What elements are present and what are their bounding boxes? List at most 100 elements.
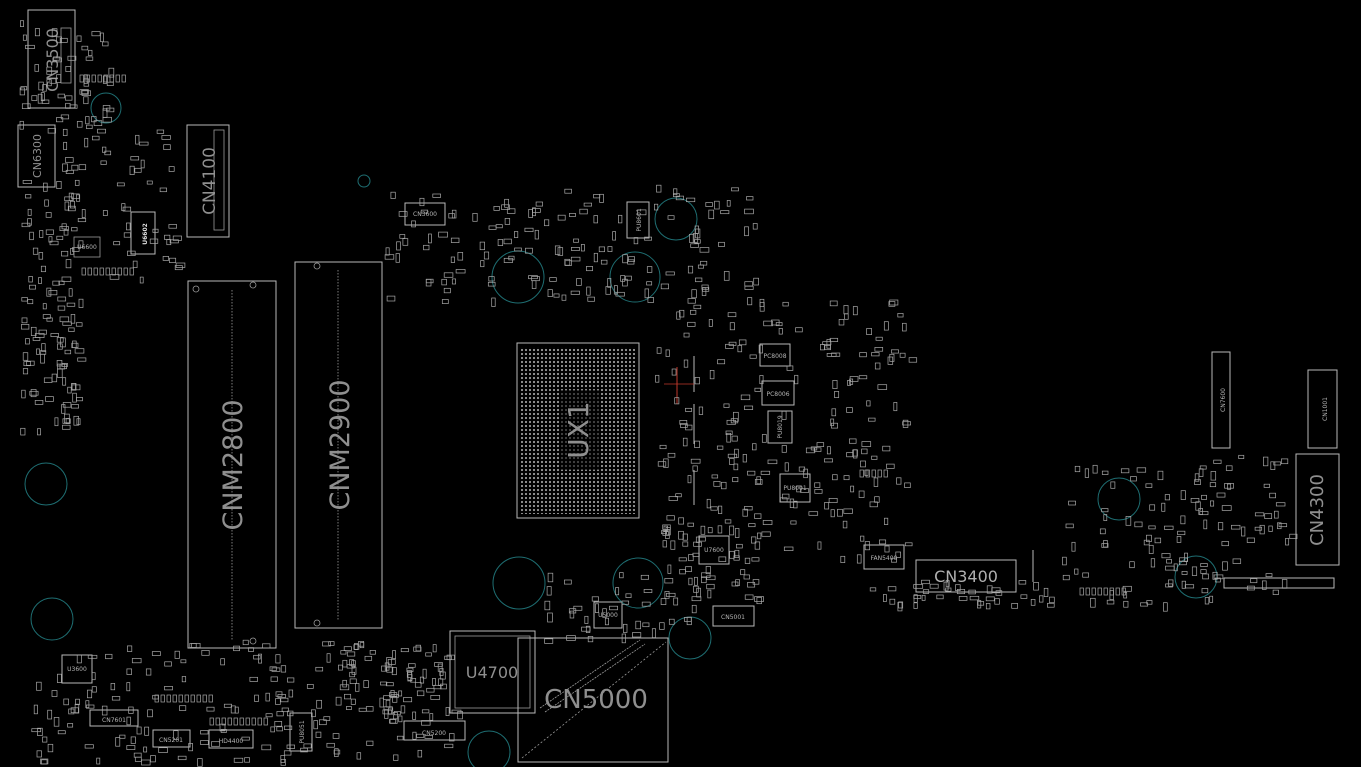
passive-component <box>607 246 613 252</box>
passive-component <box>39 230 44 238</box>
passive-component <box>105 653 113 660</box>
component-cnm2800[interactable]: CNM2800 <box>187 280 277 649</box>
component-cn3500[interactable]: CN3500 <box>27 9 76 109</box>
passive-component <box>615 587 620 596</box>
passive-component <box>63 141 68 150</box>
passive-component <box>276 726 283 732</box>
pin-pad <box>109 74 114 83</box>
component-cn5200[interactable]: CN5200 <box>403 720 466 741</box>
passive-component <box>678 517 684 525</box>
passive-component <box>56 36 62 44</box>
passive-component <box>233 645 240 652</box>
passive-component <box>828 498 838 503</box>
passive-component <box>34 64 39 72</box>
passive-component <box>733 463 739 471</box>
component-ux1[interactable]: UX1 <box>516 342 640 519</box>
passive-component <box>725 430 733 435</box>
passive-component <box>63 698 69 706</box>
passive-component <box>42 303 47 310</box>
passive-component <box>824 458 833 463</box>
component-cn7601[interactable]: CN7601 <box>89 709 139 727</box>
component-pc8006[interactable]: PC8006 <box>761 380 795 406</box>
passive-component <box>744 281 753 287</box>
component-u4700[interactable]: U4700 <box>449 630 536 714</box>
passive-component <box>826 353 837 357</box>
cn7601-label: CN7601 <box>102 717 126 724</box>
passive-component <box>56 235 64 240</box>
component-pu8601[interactable]: PU8601 <box>626 201 650 239</box>
component-cnm2900[interactable]: CNM2900 <box>294 261 383 629</box>
passive-component <box>269 666 277 672</box>
component-cn3400[interactable]: CN3400 <box>915 559 1017 593</box>
passive-component <box>86 704 95 709</box>
component-cn7600[interactable]: CN7600 <box>1211 351 1231 449</box>
passive-component <box>48 236 53 243</box>
component-pc8008[interactable]: PC8008 <box>759 343 791 367</box>
component-pu8019[interactable]: PU8019 <box>767 410 793 444</box>
passive-component <box>162 256 169 261</box>
passive-component <box>100 32 104 43</box>
passive-component <box>133 752 142 758</box>
passive-component <box>740 394 751 401</box>
passive-component <box>731 435 738 442</box>
passive-component <box>663 458 669 468</box>
passive-component <box>1238 454 1245 459</box>
passive-component <box>72 247 80 252</box>
passive-component <box>244 757 250 763</box>
component-fan5400[interactable]: FAN5400 <box>863 544 905 570</box>
component-cn3600[interactable]: CN3600 <box>404 202 446 226</box>
passive-component <box>840 555 846 563</box>
passive-component <box>800 488 810 493</box>
component-pu8001[interactable]: PU8001 <box>779 473 811 503</box>
passive-component <box>754 541 761 550</box>
passive-component <box>86 124 93 129</box>
component-u6602[interactable]: U6602 <box>130 211 156 255</box>
passive-component <box>92 135 100 141</box>
passive-component <box>406 667 414 672</box>
passive-component <box>858 490 865 498</box>
component-cn5201[interactable]: CN5201 <box>152 729 191 748</box>
passive-component <box>729 458 735 465</box>
passive-component <box>716 445 724 450</box>
component-cn5000[interactable]: CN5000 <box>517 637 669 763</box>
component-u5000[interactable]: U5000 <box>593 601 623 629</box>
mounting-hole <box>612 557 664 609</box>
passive-component <box>408 663 416 668</box>
passive-component <box>34 28 40 37</box>
component-u6600[interactable]: U6600 <box>73 236 101 258</box>
component-hd4400[interactable]: HD4400 <box>208 729 254 749</box>
cpu-side-strips <box>693 356 1034 582</box>
passive-component <box>1199 511 1209 516</box>
passive-component <box>444 655 452 660</box>
passive-component <box>891 349 899 354</box>
passive-component <box>874 362 881 370</box>
passive-component <box>1161 502 1166 512</box>
passive-component <box>747 297 753 306</box>
passive-component <box>576 278 582 286</box>
passive-component <box>744 208 754 215</box>
component-cn5001[interactable]: CN5001 <box>712 605 755 627</box>
component-pu8051[interactable]: PU8051 <box>289 712 313 752</box>
passive-component <box>692 552 700 557</box>
passive-component <box>437 663 443 672</box>
passive-component <box>936 594 944 600</box>
passive-component <box>760 470 771 475</box>
passive-component <box>752 579 760 585</box>
passive-component <box>129 165 135 175</box>
passive-component <box>1033 582 1039 591</box>
component-cn4300[interactable]: CN4300 <box>1295 453 1340 566</box>
passive-component <box>544 600 551 611</box>
passive-component <box>70 200 75 209</box>
component-cn1001[interactable]: CN1001 <box>1307 369 1338 449</box>
passive-component <box>130 156 140 161</box>
passive-component <box>22 180 32 184</box>
passive-component <box>38 277 42 284</box>
component-cn6300[interactable]: CN6300 <box>17 124 56 188</box>
passive-component <box>338 664 343 671</box>
passive-component <box>31 95 38 101</box>
component-u7600[interactable]: U7600 <box>698 535 730 565</box>
passive-component <box>883 594 887 602</box>
passive-component <box>42 736 48 743</box>
component-cn4100[interactable]: CN4100 <box>186 124 230 238</box>
pin-header-right[interactable] <box>1223 577 1335 589</box>
